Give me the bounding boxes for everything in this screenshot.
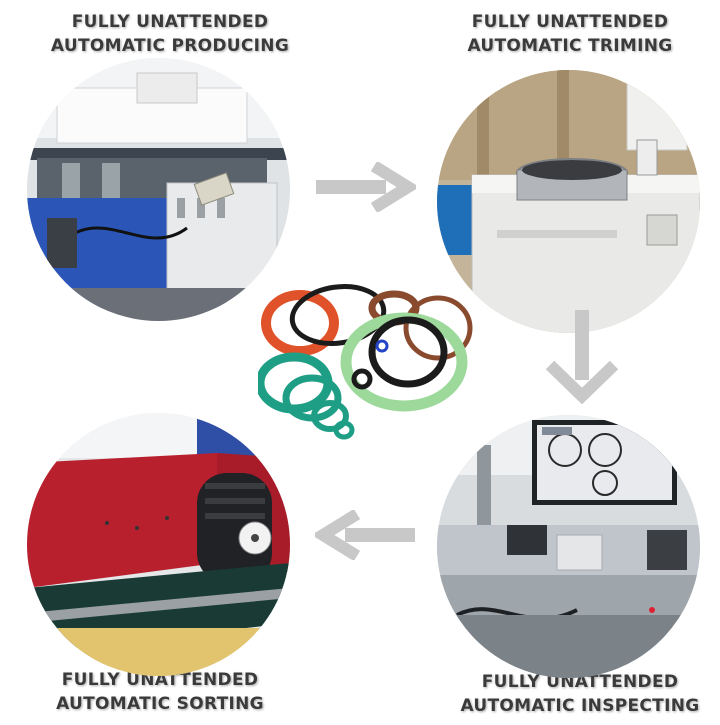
arrow-right-icon — [316, 162, 416, 212]
producing-machine-photo — [27, 58, 290, 321]
sorting-machine-photo — [27, 413, 290, 676]
inspecting-machine-photo — [437, 415, 700, 678]
arrow-left-icon — [315, 510, 415, 560]
step-label-sorting: FULLY UNATTENDED AUTOMATIC SORTING — [30, 668, 290, 716]
step-label-line2: AUTOMATIC PRODUCING — [50, 36, 290, 56]
step-label-producing: FULLY UNATTENDED AUTOMATIC PRODUCING — [40, 10, 300, 58]
step-label-line2: AUTOMATIC INSPECTING — [460, 696, 700, 716]
step-label-line1: FULLY UNATTENDED — [61, 670, 259, 690]
step-label-inspecting: FULLY UNATTENDED AUTOMATIC INSPECTING — [440, 670, 720, 718]
step-label-triming: FULLY UNATTENDED AUTOMATIC TRIMING — [440, 10, 700, 58]
step-label-line1: FULLY UNATTENDED — [481, 672, 679, 692]
step-label-line2: AUTOMATIC SORTING — [56, 694, 264, 714]
o-rings-photo — [258, 284, 473, 440]
arrow-down-icon — [545, 310, 619, 405]
step-label-line1: FULLY UNATTENDED — [471, 12, 669, 32]
step-label-line1: FULLY UNATTENDED — [71, 12, 269, 32]
step-label-line2: AUTOMATIC TRIMING — [467, 36, 673, 56]
